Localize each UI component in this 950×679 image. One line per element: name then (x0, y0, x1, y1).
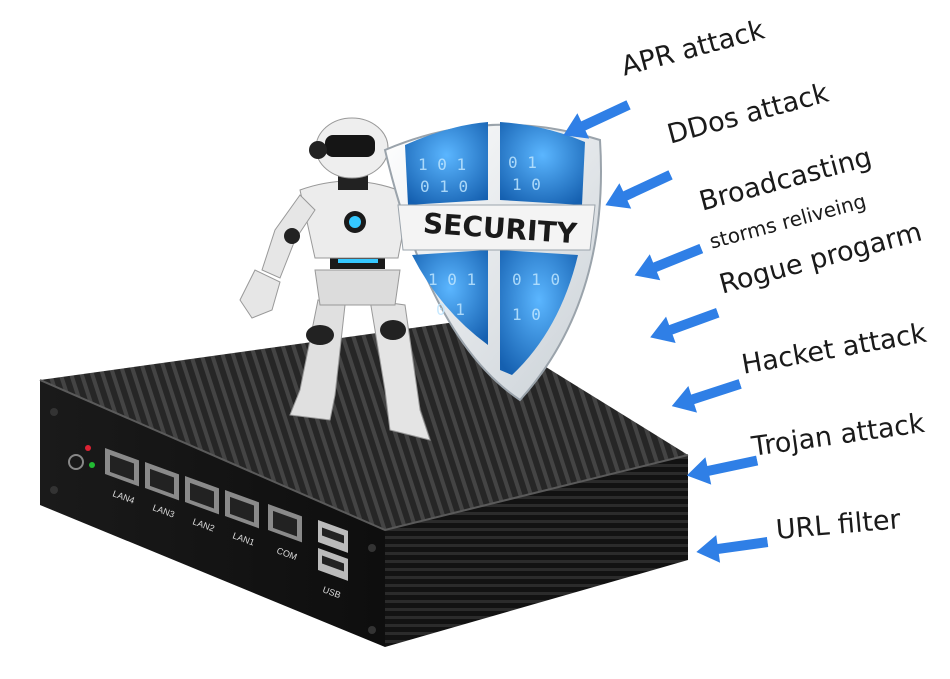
svg-text:1 0 1: 1 0 1 (418, 155, 466, 174)
lan-port-1 (225, 490, 259, 529)
arrow-left-icon (696, 535, 769, 563)
arrow-left-icon (605, 170, 673, 209)
arrow-left-icon (650, 307, 720, 343)
svg-text:0 1: 0 1 (508, 153, 537, 172)
appliance-front-panel (40, 380, 385, 647)
power-icon (68, 454, 84, 470)
arrow-left-icon (686, 455, 759, 485)
robot-icon (239, 117, 431, 441)
svg-text:0 1: 0 1 (436, 300, 465, 319)
shield-icon: 1 0 1 0 1 0 0 1 1 0 1 0 1 0 1 0 1 0 1 0 … (383, 122, 602, 402)
firewall-appliance: LAN4 LAN3 LAN2 LAN1 COM USB (39, 320, 689, 647)
com-port (268, 504, 302, 543)
lan-port-2 (185, 476, 219, 515)
svg-text:1 0: 1 0 (512, 175, 541, 194)
arrow-left-icon (634, 243, 704, 281)
svg-text:1 0: 1 0 (512, 305, 541, 324)
svg-text:0 1 0: 0 1 0 (512, 270, 560, 289)
svg-text:0 1 0: 0 1 0 (420, 177, 468, 196)
arrow-left-icon (563, 100, 631, 139)
lan-port-3 (145, 462, 179, 501)
svg-text:1 0 1: 1 0 1 (428, 270, 476, 289)
usb-ports (318, 520, 348, 581)
lan-port-4 (105, 448, 139, 487)
arrow-left-icon (671, 379, 742, 413)
appliance-side-panel (385, 455, 688, 647)
